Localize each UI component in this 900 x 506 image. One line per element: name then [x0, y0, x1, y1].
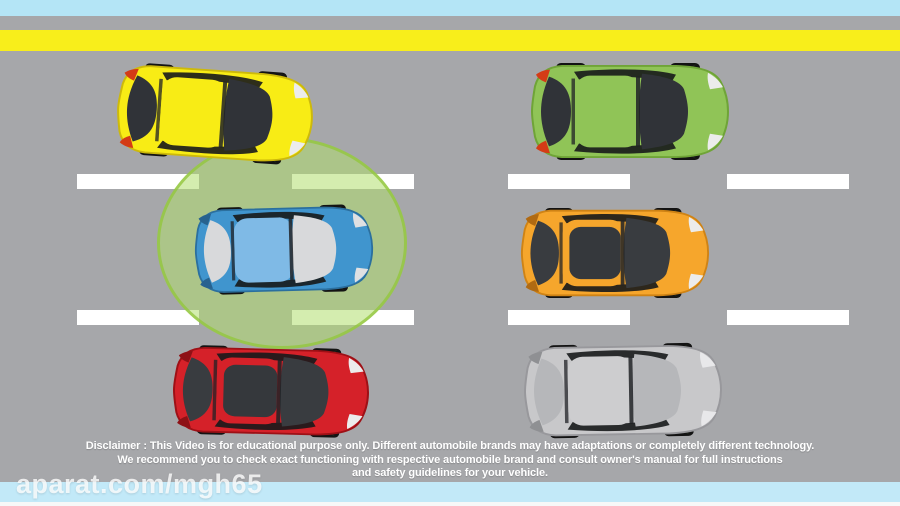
taillight-icon — [124, 68, 139, 81]
car-top-view-illustration — [524, 342, 722, 439]
headlight-icon — [707, 72, 723, 90]
headlight-icon — [353, 212, 368, 228]
windshield — [223, 79, 273, 151]
rear-window — [182, 357, 213, 422]
rear-pillar-trim — [563, 359, 569, 424]
car-orange-suv — [520, 208, 710, 298]
sunroof — [223, 364, 278, 418]
windshield — [279, 357, 329, 427]
letterbox-bottom-strip — [0, 482, 900, 502]
headlight-icon — [348, 357, 364, 374]
windshield — [639, 73, 688, 150]
car-red-suv — [171, 344, 371, 438]
taillight-icon — [177, 416, 191, 428]
rear-pillar-trim — [212, 359, 218, 421]
lane-marking-dash — [77, 310, 199, 325]
taillight-icon — [178, 351, 193, 363]
a-pillar-trim — [628, 356, 634, 424]
taillight-icon — [119, 135, 134, 148]
rear-pillar-trim — [230, 221, 236, 281]
rear-window — [530, 220, 559, 286]
headlight-icon — [707, 133, 723, 151]
a-pillar-trim — [620, 220, 625, 286]
taillight-icon — [525, 214, 539, 226]
letterbox-top-strip — [0, 0, 900, 16]
roof — [575, 75, 640, 148]
lane-marking-dash — [77, 174, 199, 189]
taillight-icon — [525, 280, 539, 292]
car-top-view-illustration — [173, 345, 369, 438]
a-pillar-trim — [288, 217, 294, 281]
headlight-icon — [688, 217, 704, 233]
road-edge-yellow-line — [0, 30, 900, 51]
rear-pillar-trim — [559, 222, 563, 284]
lane-marking-dash — [508, 174, 630, 189]
roof — [567, 356, 634, 426]
car-top-view-illustration — [117, 63, 313, 165]
lane-marking-dash — [727, 174, 849, 189]
headlight-icon — [293, 82, 309, 99]
taillight-icon — [536, 140, 550, 154]
watermark: aparat.com/mgh65 — [16, 469, 263, 499]
a-pillar-trim — [218, 81, 228, 148]
lane-marking-dash — [727, 310, 849, 325]
bottom-edge-strip — [0, 502, 900, 506]
car-green-car — [530, 63, 730, 160]
disclaimer-line: We recommend you to check exact function… — [117, 453, 783, 466]
headlight-icon — [701, 410, 717, 427]
rear-window — [534, 358, 565, 426]
windshield — [292, 215, 337, 284]
roof — [234, 217, 294, 283]
car-top-view-illustration — [194, 204, 374, 295]
a-pillar-trim — [276, 359, 282, 424]
roof — [159, 77, 227, 148]
disclaimer-line: and safety guidelines for your vehicle. — [352, 467, 548, 479]
rear-window — [126, 75, 157, 142]
rear-window — [203, 220, 231, 283]
a-pillar-trim — [636, 76, 640, 147]
headlight-icon — [688, 273, 704, 289]
headlight-icon — [700, 351, 716, 368]
car-yellow-sports-car — [113, 61, 317, 167]
windshield — [623, 217, 671, 289]
sunroof — [569, 226, 621, 280]
car-silver-car — [522, 342, 724, 439]
disclaimer-text: Disclaimer : This Video is for education… — [0, 440, 900, 481]
headlight-icon — [346, 414, 363, 430]
rear-pillar-trim — [155, 78, 163, 142]
taillight-icon — [198, 213, 212, 226]
taillight-icon — [528, 351, 543, 365]
headlight-icon — [289, 140, 306, 157]
rear-pillar-trim — [571, 78, 575, 145]
car-top-view-illustration — [530, 63, 730, 160]
lane-marking-dash — [508, 310, 630, 325]
car-top-view-illustration — [520, 208, 710, 298]
windshield — [631, 354, 681, 427]
car-blue-car-with-sensor — [193, 204, 375, 296]
taillight-icon — [200, 277, 214, 289]
taillight-icon — [536, 69, 550, 83]
headlight-icon — [354, 267, 369, 283]
taillight-icon — [529, 419, 544, 432]
disclaimer-line: Disclaimer : This Video is for education… — [85, 440, 815, 452]
rear-window — [541, 76, 571, 147]
